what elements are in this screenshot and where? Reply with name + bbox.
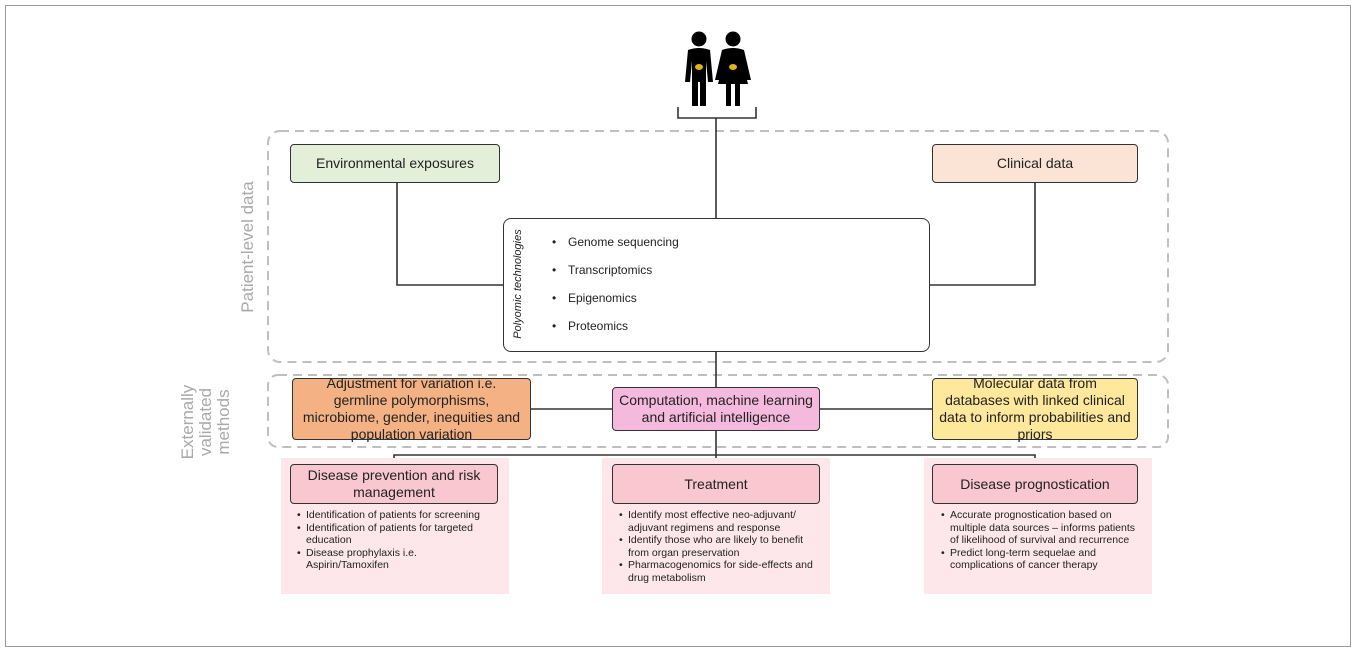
patient-level-region <box>267 130 1169 363</box>
people-bracket <box>677 107 757 119</box>
molecular-databases-box: Molecular data from databases with linke… <box>932 375 1138 442</box>
polyomic-item: Transcriptomics <box>552 261 679 289</box>
externally-validated-label: Externally validated methods <box>178 384 233 460</box>
polyomic-item: Epigenomics <box>552 289 679 317</box>
prevention-bullets: Identification of patients for screening… <box>296 509 496 572</box>
connector-environmental <box>396 183 504 286</box>
polyomic-item: Proteomics <box>552 317 679 345</box>
connector-clinical <box>929 183 1036 286</box>
environmental-exposures-box: Environmental exposures <box>290 144 500 183</box>
list-item: Identification of patients for screening <box>296 509 496 522</box>
methods-region <box>267 374 1169 448</box>
list-item: Identify most effective neo-adjuvant/ ad… <box>618 509 818 534</box>
list-item: Identify those who are likely to benefit… <box>618 534 818 559</box>
polyomic-list: Genome sequencing Transcriptomics Epigen… <box>552 233 679 345</box>
patient-level-label: Patient-level data <box>238 181 257 313</box>
adjustment-for-variation-box: Adjustment for variation i.e. germline p… <box>292 375 531 442</box>
polyomic-item: Genome sequencing <box>552 233 679 261</box>
prevention-title-box: Disease prevention and risk management <box>290 464 498 504</box>
treatment-bullets: Identify most effective neo-adjuvant/ ad… <box>618 509 818 584</box>
list-item: Predict long-term sequelae and complicat… <box>940 547 1140 572</box>
list-item: Disease prophylaxis i.e. Aspirin/Tamoxif… <box>296 547 496 572</box>
polyomic-technologies-label: Polyomic technologies <box>512 229 524 339</box>
list-item: Accurate prognostication based on multip… <box>940 509 1140 547</box>
treatment-title-box: Treatment <box>612 464 820 504</box>
computation-ml-ai-box: Computation, machine learning and artifi… <box>612 387 820 431</box>
list-item: Pharmacogenomics for side-effects and dr… <box>618 559 818 584</box>
clinical-data-box: Clinical data <box>932 144 1138 183</box>
prognostication-bullets: Accurate prognostication based on multip… <box>940 509 1140 572</box>
man-and-woman-icon <box>685 31 751 106</box>
prognostication-title-box: Disease prognostication <box>932 464 1138 504</box>
list-item: Identification of patients for targeted … <box>296 522 496 547</box>
